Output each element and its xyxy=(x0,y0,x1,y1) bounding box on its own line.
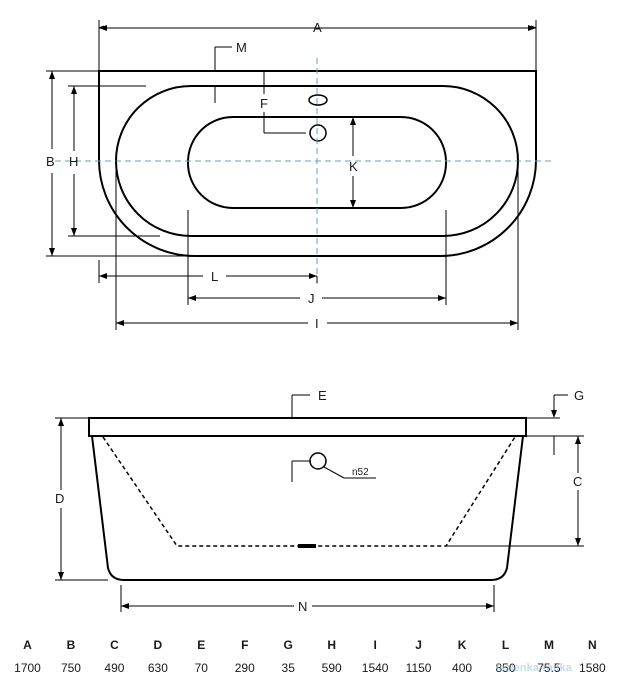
value-cell: 630 xyxy=(147,661,168,675)
header-cell: F xyxy=(241,638,249,652)
label-H: H xyxy=(69,154,78,169)
overflow-hole xyxy=(309,124,327,142)
header-cell: I xyxy=(373,638,377,652)
header-cell: C xyxy=(110,638,119,652)
label-G: G xyxy=(574,388,584,403)
value-cell: 1540 xyxy=(361,661,389,675)
label-L: L xyxy=(211,269,218,284)
label-E: E xyxy=(318,388,327,403)
dimension-table: A B C D E F G H I J K L M N 1700 750 490… xyxy=(0,638,620,678)
label-n52: n52 xyxy=(352,467,369,478)
label-F: F xyxy=(260,96,268,111)
label-A: A xyxy=(313,20,322,35)
value-cell: 1700 xyxy=(14,661,41,675)
label-M: M xyxy=(236,40,247,55)
value-cell: 850 xyxy=(495,661,516,675)
value-cell: 75.5 xyxy=(537,661,561,675)
header-cell: L xyxy=(501,638,510,652)
header-cell: N xyxy=(588,638,597,652)
label-I: I xyxy=(315,316,319,331)
tap-hole xyxy=(308,94,328,106)
header-cell: J xyxy=(415,638,422,652)
label-N: N xyxy=(298,599,307,614)
value-cell: 1580 xyxy=(579,661,606,675)
value-cell: 35 xyxy=(281,661,295,675)
label-J: J xyxy=(308,291,315,306)
tub-body-side xyxy=(91,435,524,581)
value-cell: 290 xyxy=(234,661,255,675)
tub-outer-outline xyxy=(98,70,537,257)
bathtub-diagram: A M B H F K L J I xyxy=(46,20,584,614)
label-C: C xyxy=(573,474,582,489)
value-cell: 490 xyxy=(104,661,125,675)
header-cell: G xyxy=(283,638,293,652)
header-cell: K xyxy=(457,638,467,652)
header-cell: D xyxy=(153,638,163,652)
header-cell: B xyxy=(66,638,76,652)
watermark: lazienka-rabka xyxy=(496,662,572,674)
header-cell: E xyxy=(197,638,206,652)
value-cell: 1150 xyxy=(405,661,432,675)
header-cell: A xyxy=(23,638,32,652)
value-cell: 750 xyxy=(60,661,81,675)
value-cell: 70 xyxy=(194,661,208,675)
label-B: B xyxy=(46,154,55,169)
dimension-table-values: 1700 750 490 630 70 290 35 590 1540 1150… xyxy=(0,661,620,675)
dimension-table-header: A B C D E F G H I J K L M N xyxy=(0,638,620,652)
header-cell: H xyxy=(327,638,336,652)
overflow-hole-side xyxy=(309,452,327,470)
value-cell: 400 xyxy=(452,661,473,675)
tub-rim-side xyxy=(88,417,527,437)
header-cell: M xyxy=(543,638,554,652)
label-D: D xyxy=(55,491,64,506)
label-K: K xyxy=(349,159,358,174)
tub-inner-dashed xyxy=(102,436,516,547)
value-cell: 590 xyxy=(321,661,342,675)
